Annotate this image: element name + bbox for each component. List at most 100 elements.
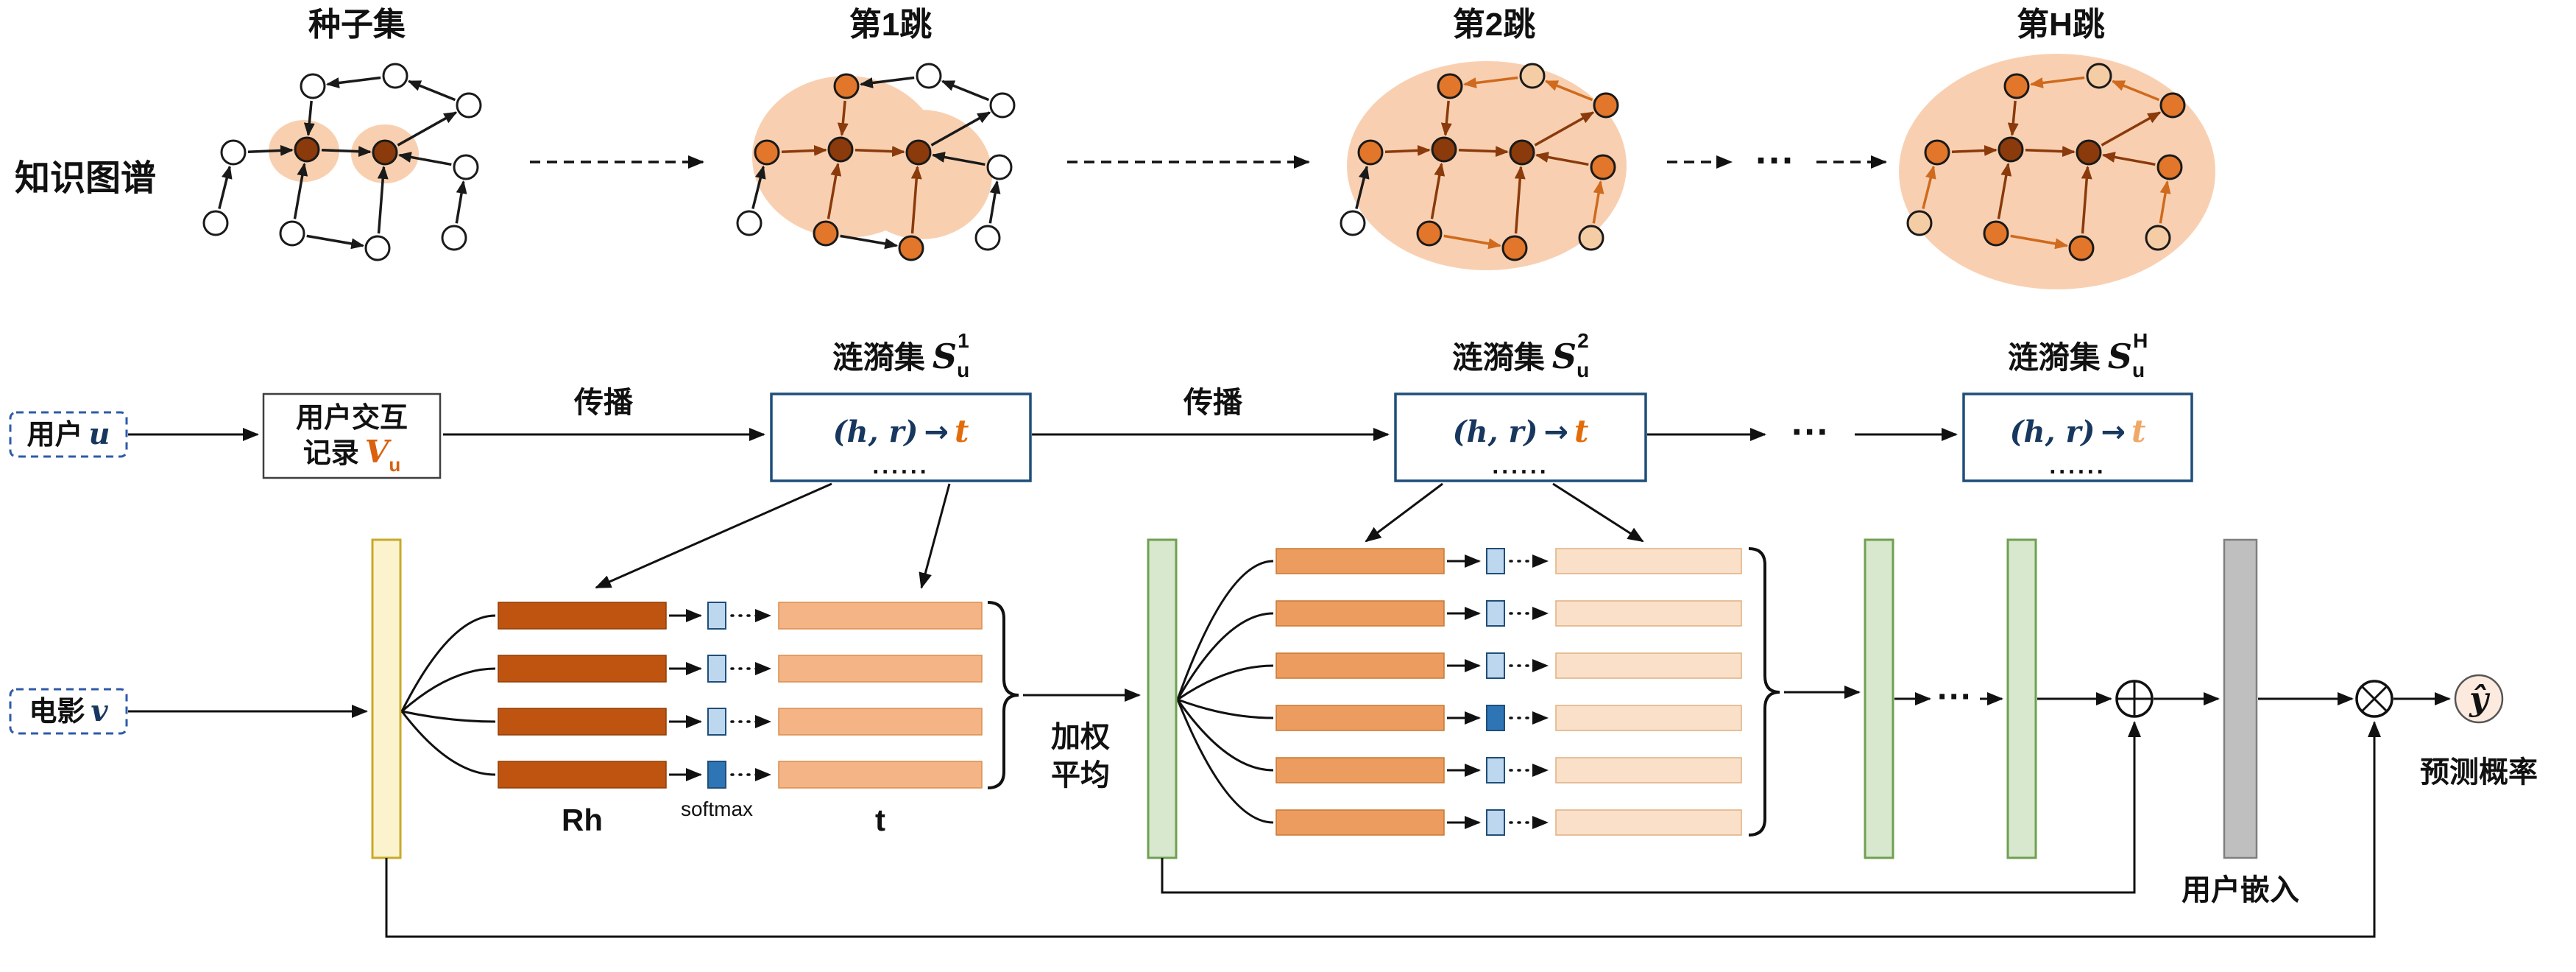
fan-line: [1176, 699, 1274, 824]
softmax-label: softmax: [681, 797, 753, 820]
hopH-output-bar: [2006, 538, 2037, 859]
kg-node: [1340, 210, 1366, 236]
kg-edge: [2029, 76, 2085, 88]
fan-line: [1177, 664, 1274, 701]
ripple-setH-triple: (h, r)→t: [2010, 413, 2146, 449]
kg-node: [833, 73, 860, 99]
tail-entity-bar: [1555, 548, 1742, 574]
ripple-blob: [752, 76, 992, 239]
tail-entity-bar: [778, 708, 983, 736]
connector-item-to-product: [385, 721, 2381, 938]
arrow-set2-to-t: [1552, 482, 1644, 543]
tail-entity-bar: [1555, 705, 1742, 731]
kg-node: [220, 139, 247, 166]
kg-edge: [218, 165, 233, 210]
prediction-label: 预测概率: [2420, 756, 2538, 789]
fan-line: [1176, 699, 1274, 772]
head-relation-bar: [498, 761, 667, 789]
attention-blocks: [400, 548, 1742, 836]
brace-block1: [987, 601, 1019, 789]
kg-edge: [1514, 165, 1526, 234]
kg-edge: [2101, 152, 2156, 166]
ripple-set1-box: [770, 392, 1032, 482]
softmax-weight-square: [1486, 548, 1505, 574]
record-box-line1: 用户交互: [296, 402, 408, 434]
kg-edge: [2081, 165, 2092, 234]
connector-green1-to-sum: [1161, 721, 2141, 894]
kg-edge: [1535, 152, 1589, 166]
kg-node: [453, 154, 479, 180]
kg-node: [1501, 235, 1528, 261]
softmax-weight-square: [707, 655, 726, 683]
kg-node: [2076, 139, 2102, 166]
kg-node: [1357, 139, 1384, 166]
kg-edge: [1355, 165, 1370, 210]
head-relation-bar: [1275, 809, 1445, 836]
kg-node: [2145, 225, 2171, 251]
kg-edge: [854, 146, 906, 158]
kg-edge: [941, 80, 990, 102]
stage-label-hopH: 第H跳: [2017, 7, 2105, 43]
kg-node: [754, 139, 780, 166]
kg-node: [1998, 136, 2024, 163]
kg-node: [736, 210, 762, 236]
hop1-output-bar: [1147, 538, 1178, 859]
stage-label-hop1: 第1跳: [849, 7, 932, 43]
head-relation-bar: [1275, 652, 1445, 679]
ripple-set2-triple: (h, r)→t: [1453, 413, 1589, 449]
arrow-set2-to-rh: [1365, 482, 1443, 543]
hop-ellipsis: ···: [1755, 138, 1795, 183]
kg-edge: [837, 100, 849, 137]
attention-block-2: [1176, 548, 1742, 836]
head-relation-bar: [1275, 705, 1445, 731]
kg-edge: [325, 76, 381, 88]
kg-edge: [293, 162, 308, 219]
ripple-blob: [1347, 61, 1627, 270]
tail-entity-bar: [1555, 600, 1742, 627]
user-embedding-bar: [2223, 538, 2258, 859]
user-box: [9, 411, 128, 458]
fan-line: [401, 710, 496, 723]
yhat-label: ŷ: [2469, 680, 2491, 718]
ripple-set1-triple: (h, r)→t: [833, 413, 969, 449]
tail-entity-bar: [778, 761, 983, 789]
kg-edge: [377, 165, 389, 234]
kg-node: [1416, 220, 1443, 247]
softmax-weight-square: [707, 708, 726, 736]
ripple-set1-dots: ......: [872, 452, 929, 479]
kg-edge: [306, 234, 365, 250]
propagate-label-2: 传播: [1183, 387, 1243, 419]
kg-node: [441, 225, 467, 251]
kg-edge: [1440, 100, 1452, 137]
head-relation-bar: [498, 708, 667, 736]
kg-edge: [751, 165, 766, 210]
softmax-weight-square: [1486, 652, 1505, 679]
kg-node: [813, 220, 839, 247]
movie-box: [9, 688, 128, 735]
kg-node: [1509, 139, 1535, 166]
kg-node: [2086, 63, 2112, 89]
kg-node: [1431, 136, 1457, 163]
softmax-weight-square: [1486, 705, 1505, 731]
kg-edge: [931, 152, 986, 166]
kg-node: [2068, 235, 2095, 261]
kg-node: [986, 154, 1013, 180]
tail-entity-bar: [1555, 652, 1742, 679]
head-relation-bar: [1275, 757, 1445, 783]
kg-node: [1519, 63, 1546, 89]
softmax-weight-square: [707, 602, 726, 630]
kg-graph-3: [1340, 61, 1627, 270]
arrow-set1-to-t: [919, 483, 951, 589]
kg-node: [1983, 220, 2009, 247]
kg-edge: [1443, 234, 1502, 250]
kg-edge: [1430, 162, 1446, 219]
kg-node: [827, 136, 854, 163]
weighted-avg-line2: 平均: [1051, 759, 1110, 792]
attention-block-1: [400, 602, 983, 789]
